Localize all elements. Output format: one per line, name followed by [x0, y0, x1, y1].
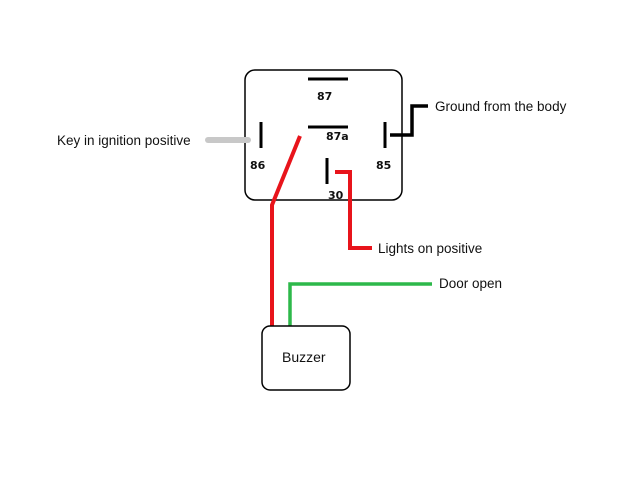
ground-wire	[390, 104, 428, 137]
buzzer-box	[261, 325, 351, 391]
pin-label-30: 30	[328, 189, 344, 202]
buzzer-power-wire	[270, 135, 302, 328]
pin-label-87: 87	[317, 90, 332, 103]
pin-label-85: 85	[376, 159, 391, 172]
door-open-label: Door open	[439, 276, 502, 291]
door-open-wire	[288, 282, 432, 328]
lights-positive-wire	[335, 170, 372, 250]
buzzer-label: Buzzer	[282, 349, 326, 365]
pin-label-87a: 87a	[326, 130, 349, 143]
lights-label: Lights on positive	[378, 241, 482, 256]
ground-label: Ground from the body	[435, 99, 567, 114]
pin-label-86: 86	[250, 159, 266, 172]
key-ignition-label: Key in ignition positive	[57, 133, 191, 148]
